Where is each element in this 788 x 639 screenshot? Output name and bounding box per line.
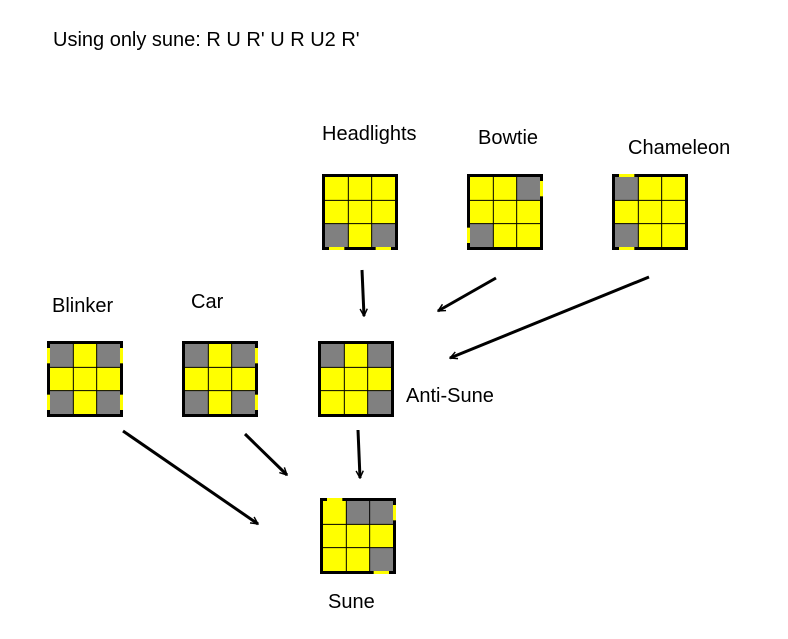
sticker xyxy=(231,367,255,391)
sticker xyxy=(323,501,347,525)
sticker xyxy=(321,390,345,414)
sticker xyxy=(367,390,391,414)
label-anti-sune: Anti-Sune xyxy=(406,385,494,407)
sticker xyxy=(493,200,517,224)
sticker xyxy=(96,367,120,391)
sticker xyxy=(470,177,494,201)
sticker xyxy=(231,390,255,414)
sticker xyxy=(96,344,120,368)
sticker xyxy=(344,390,368,414)
sticker xyxy=(325,223,349,247)
sticker xyxy=(369,501,393,525)
label-car: Car xyxy=(191,291,224,313)
sticker xyxy=(661,223,685,247)
sticker xyxy=(638,200,662,224)
sticker xyxy=(96,390,120,414)
sticker xyxy=(346,547,370,571)
cube-anti-sune xyxy=(318,341,394,417)
sticker xyxy=(208,344,232,368)
cube-bowtie xyxy=(467,174,543,250)
sticker xyxy=(325,177,349,201)
sticker xyxy=(371,177,395,201)
label-sune: Sune xyxy=(328,591,375,613)
sticker xyxy=(516,200,540,224)
sticker xyxy=(348,200,372,224)
sticker xyxy=(73,390,97,414)
sticker xyxy=(493,177,517,201)
arrow-anti-sune-to-sune xyxy=(358,429,360,478)
sticker xyxy=(615,200,639,224)
sticker xyxy=(638,223,662,247)
sticker xyxy=(323,524,347,548)
cube-car xyxy=(182,341,258,417)
sticker xyxy=(73,344,97,368)
sticker xyxy=(185,390,209,414)
sticker xyxy=(516,223,540,247)
cube-chameleon xyxy=(612,174,688,250)
sticker xyxy=(321,344,345,368)
cube-headlights xyxy=(322,174,398,250)
sticker xyxy=(208,367,232,391)
sticker xyxy=(615,177,639,201)
label-headlights: Headlights xyxy=(322,123,417,145)
sticker xyxy=(50,344,74,368)
sticker xyxy=(369,524,393,548)
sticker xyxy=(493,223,517,247)
label-chameleon: Chameleon xyxy=(628,137,731,159)
sticker xyxy=(348,223,372,247)
sticker xyxy=(50,367,74,391)
sticker xyxy=(638,177,662,201)
sticker xyxy=(516,177,540,201)
sticker xyxy=(321,367,345,391)
sticker xyxy=(185,367,209,391)
sticker xyxy=(348,177,372,201)
sticker xyxy=(344,344,368,368)
arrow-headlights-to-anti-sune xyxy=(362,269,364,316)
sticker xyxy=(208,390,232,414)
label-blinker: Blinker xyxy=(52,295,114,317)
cube-sune xyxy=(320,498,396,574)
sticker xyxy=(50,390,74,414)
sticker xyxy=(73,367,97,391)
sticker xyxy=(661,200,685,224)
sticker xyxy=(369,547,393,571)
sticker xyxy=(185,344,209,368)
sticker xyxy=(346,501,370,525)
sticker xyxy=(615,223,639,247)
sticker xyxy=(346,524,370,548)
label-bowtie: Bowtie xyxy=(478,127,539,149)
sticker xyxy=(661,177,685,201)
arrow-bowtie-to-anti-sune xyxy=(438,276,497,313)
sticker xyxy=(323,547,347,571)
sticker xyxy=(371,223,395,247)
arrow-blinker-to-sune xyxy=(122,429,258,526)
page-heading: Using only sune: R U R' U R U2 R' xyxy=(53,29,360,51)
arrow-chameleon-to-anti-sune xyxy=(450,275,650,360)
sticker xyxy=(470,223,494,247)
sticker xyxy=(470,200,494,224)
arrow-car-to-sune xyxy=(243,432,287,475)
sticker xyxy=(371,200,395,224)
cube-blinker xyxy=(47,341,123,417)
sticker xyxy=(367,367,391,391)
sticker xyxy=(325,200,349,224)
sticker xyxy=(367,344,391,368)
sticker xyxy=(344,367,368,391)
sticker xyxy=(231,344,255,368)
